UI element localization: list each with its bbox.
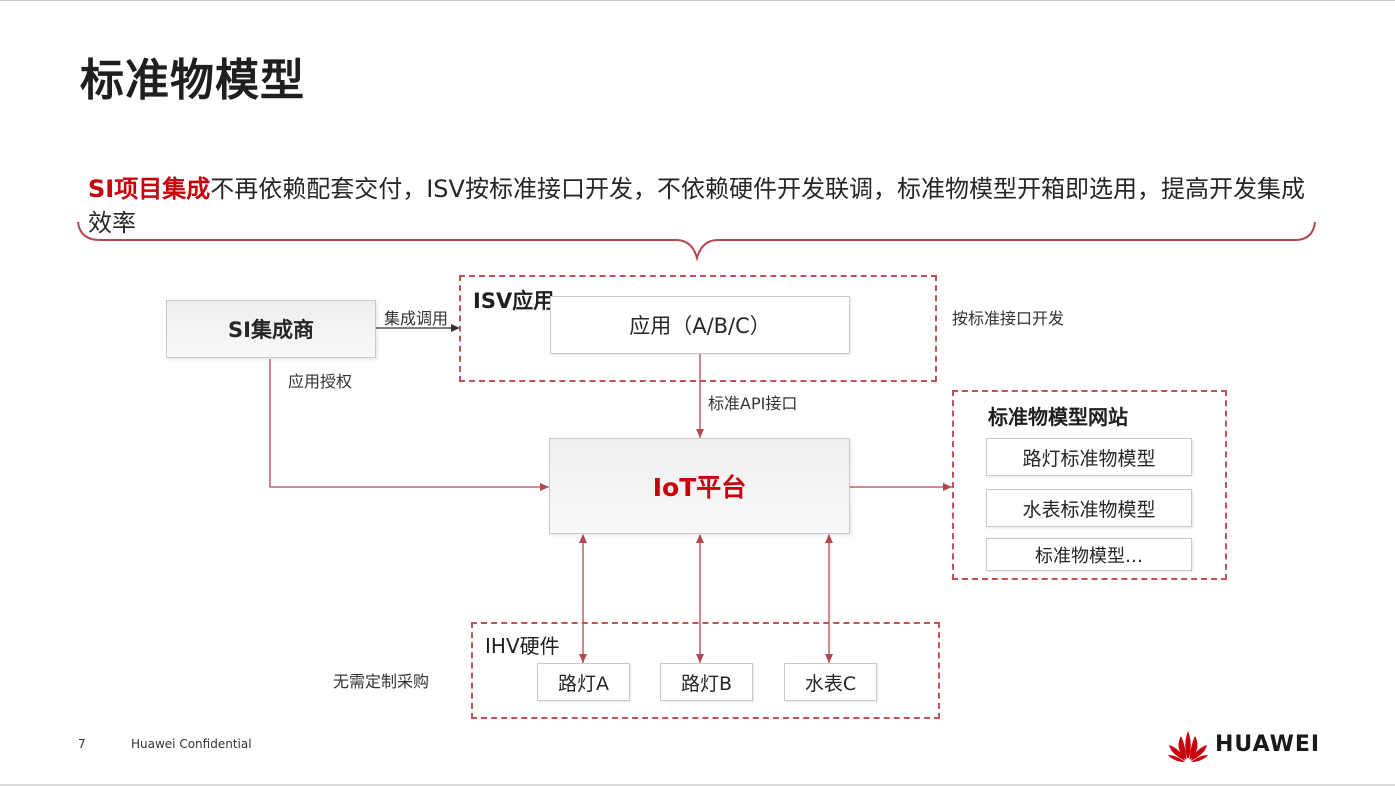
huawei-logo: HUAWEI [1167, 726, 1320, 762]
device-label: 路灯B [680, 672, 733, 695]
iot-platform-label: IoT平台 [652, 473, 747, 502]
model-site-group [952, 390, 1227, 580]
huawei-petal-icon [1168, 731, 1208, 762]
device-box: 路灯B [660, 663, 753, 701]
summary-rest: 不再依赖配套交付，ISV按标准接口开发，不依赖硬件开发联调，标准物模型开箱即选用… [88, 175, 1305, 237]
device-box: 水表C [784, 663, 877, 701]
slide-title: 标准物模型 [80, 55, 305, 106]
ihv-group-title: IHV硬件 [485, 634, 560, 658]
huawei-logo-text: HUAWEI [1215, 731, 1321, 757]
top-divider [0, 0, 1395, 1]
device-box: 路灯A [537, 663, 630, 701]
arrow-app-auth [269, 359, 549, 491]
app-auth-label: 应用授权 [288, 372, 353, 391]
model-item-label: 路灯标准物模型 [1022, 447, 1156, 470]
confidential-label: Huawei Confidential [131, 737, 252, 751]
ihv-hardware-group [471, 622, 940, 719]
model-item-label: 标准物模型… [1035, 545, 1143, 567]
device-label: 路灯A [558, 672, 609, 695]
si-integrator-label: SI集成商 [228, 318, 314, 342]
app-box: 应用（A/B/C） [550, 296, 850, 354]
isv-app-group [459, 275, 937, 382]
no-custom-purchase-label: 无需定制采购 [333, 672, 430, 691]
model-item: 水表标准物模型 [986, 489, 1192, 527]
summary-text: SI项目集成不再依赖配套交付，ISV按标准接口开发，不依赖硬件开发联调，标准物模… [88, 172, 1318, 240]
app-label: 应用（A/B/C） [629, 314, 771, 338]
dev-by-standard-label: 按标准接口开发 [952, 309, 1065, 328]
model-item-label: 水表标准物模型 [1022, 498, 1156, 521]
bottom-divider [0, 784, 1395, 786]
model-item: 路灯标准物模型 [986, 438, 1192, 476]
integration-call-label: 集成调用 [384, 309, 449, 328]
iot-platform-box: IoT平台 [549, 438, 850, 534]
si-integrator-box: SI集成商 [166, 300, 376, 358]
model-site-title: 标准物模型网站 [988, 405, 1128, 429]
isv-group-title: ISV应用 [473, 289, 555, 313]
summary-highlight: SI项目集成 [88, 175, 211, 203]
device-label: 水表C [804, 672, 857, 695]
standard-api-label: 标准API接口 [708, 394, 798, 413]
summary-brace [77, 221, 1316, 262]
model-item: 标准物模型… [986, 538, 1192, 571]
page-number: 7 [78, 737, 86, 751]
